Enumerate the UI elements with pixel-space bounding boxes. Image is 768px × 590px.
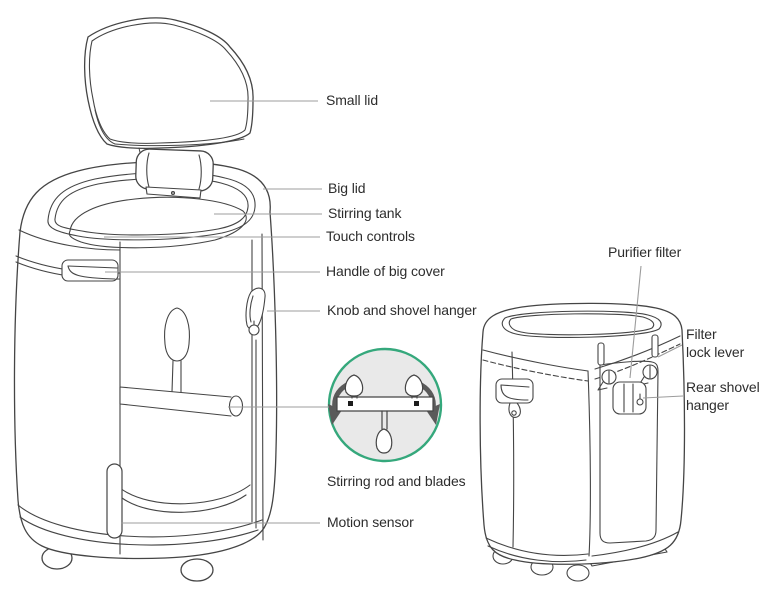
rear-base (485, 531, 679, 563)
label-big-lid: Big lid (328, 180, 366, 196)
leader-filter-lock-lever (657, 344, 683, 358)
label-purifier-filter: Purifier filter (608, 244, 682, 260)
rear-view-drawing (479, 302, 686, 582)
rear-side-handle (495, 378, 534, 418)
stirring-rod-shape (119, 386, 244, 417)
knob-and-shovel-hanger-shape (245, 287, 266, 529)
big-lid-rim (47, 171, 256, 249)
stirring-tank-mouth (68, 196, 247, 249)
filter-lock-lever-shape (597, 364, 658, 391)
purifier-filter-tabs (597, 334, 659, 366)
inset-rod (336, 396, 434, 412)
open-lid-shape (83, 17, 254, 159)
rear-panel (597, 334, 659, 544)
hinge-shape (135, 148, 214, 199)
leader-purifier-filter (629, 265, 642, 379)
label-stirring-tank: Stirring tank (328, 205, 402, 221)
label-handle-of-big-cover: Handle of big cover (326, 263, 445, 279)
label-knob-and-shovel-hanger: Knob and shovel hanger (327, 302, 477, 318)
rear-shovel-hanger-shape (612, 381, 647, 415)
front-view-drawing (13, 17, 278, 582)
stirring-rod-inset (327, 347, 443, 463)
handle-of-big-cover-shape (61, 259, 119, 282)
label-motion-sensor: Motion sensor (327, 514, 414, 530)
inset-blades (344, 374, 424, 454)
motion-sensor-shape (106, 463, 123, 539)
label-rear-shovel-hanger: Rear shovel hanger (686, 379, 760, 413)
leader-rear-shovel-hanger (642, 395, 684, 399)
stirring-blade-shape (164, 307, 190, 394)
rear-top-lid (501, 310, 662, 338)
leader-lines (104, 100, 684, 524)
label-filter-lock-lever: Filter lock lever (686, 326, 745, 360)
label-touch-controls: Touch controls (326, 228, 415, 244)
label-small-lid: Small lid (326, 92, 379, 108)
front-body-silhouette (13, 161, 278, 560)
label-stirring-rod-and-blades: Stirring rod and blades (327, 473, 466, 489)
rear-body-silhouette (479, 302, 686, 565)
